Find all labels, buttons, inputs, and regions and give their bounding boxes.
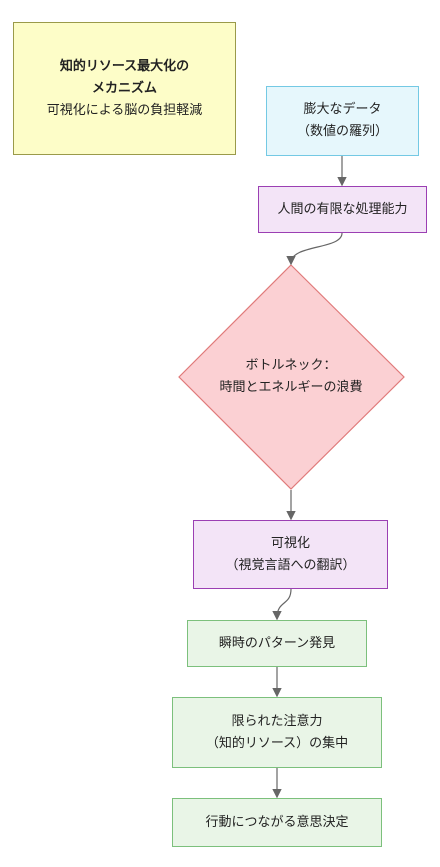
node-limit[interactable]: 人間の有限な処理能力 — [258, 186, 427, 233]
node-attention[interactable]: 限られた注意力 （知的リソース）の集中 — [172, 697, 382, 768]
title-note: 知的リソース最大化の メカニズム 可視化による脳の負担軽減 — [13, 22, 236, 155]
node-decision[interactable]: 行動につながる意思決定 — [172, 798, 382, 847]
node-data-line-1: 膨大なデータ — [303, 102, 382, 117]
node-pattern-label: 瞬時のパターン発見 — [218, 635, 336, 651]
node-data-line-2: （数値の羅列） — [296, 124, 388, 139]
node-attention-line-1: 限られた注意力 — [231, 713, 323, 729]
bottleneck-line-2: 時間とエネルギーの浪費 — [219, 380, 363, 395]
title-line-2: メカニズム — [91, 80, 157, 96]
bottleneck-diamond[interactable] — [178, 264, 405, 490]
node-decision-label: 行動につながる意思決定 — [205, 814, 349, 830]
bottleneck-line-1: ボトルネック： — [245, 358, 337, 373]
node-visualize[interactable]: 可視化 （視覚言語への翻訳） — [193, 520, 388, 589]
node-visualize-line-1: 可視化 — [270, 535, 310, 551]
edge-limit-to-bottleneck — [286, 232, 343, 266]
node-attention-line-2: （知的リソース）の集中 — [205, 735, 349, 751]
edge-visualize-to-pattern — [272, 588, 292, 621]
title-line-1: 知的リソース最大化の — [59, 58, 190, 74]
node-data[interactable]: 膨大なデータ （数値の羅列） — [266, 86, 419, 156]
node-visualize-line-2: （視覚言語への翻訳） — [225, 557, 356, 573]
node-pattern[interactable]: 瞬時のパターン発見 — [187, 620, 367, 667]
bottleneck-label: ボトルネック： 時間とエネルギーの浪費 — [180, 350, 402, 404]
subtitle: 可視化による脳の負担軽減 — [46, 102, 203, 118]
node-limit-label: 人間の有限な処理能力 — [277, 201, 408, 217]
